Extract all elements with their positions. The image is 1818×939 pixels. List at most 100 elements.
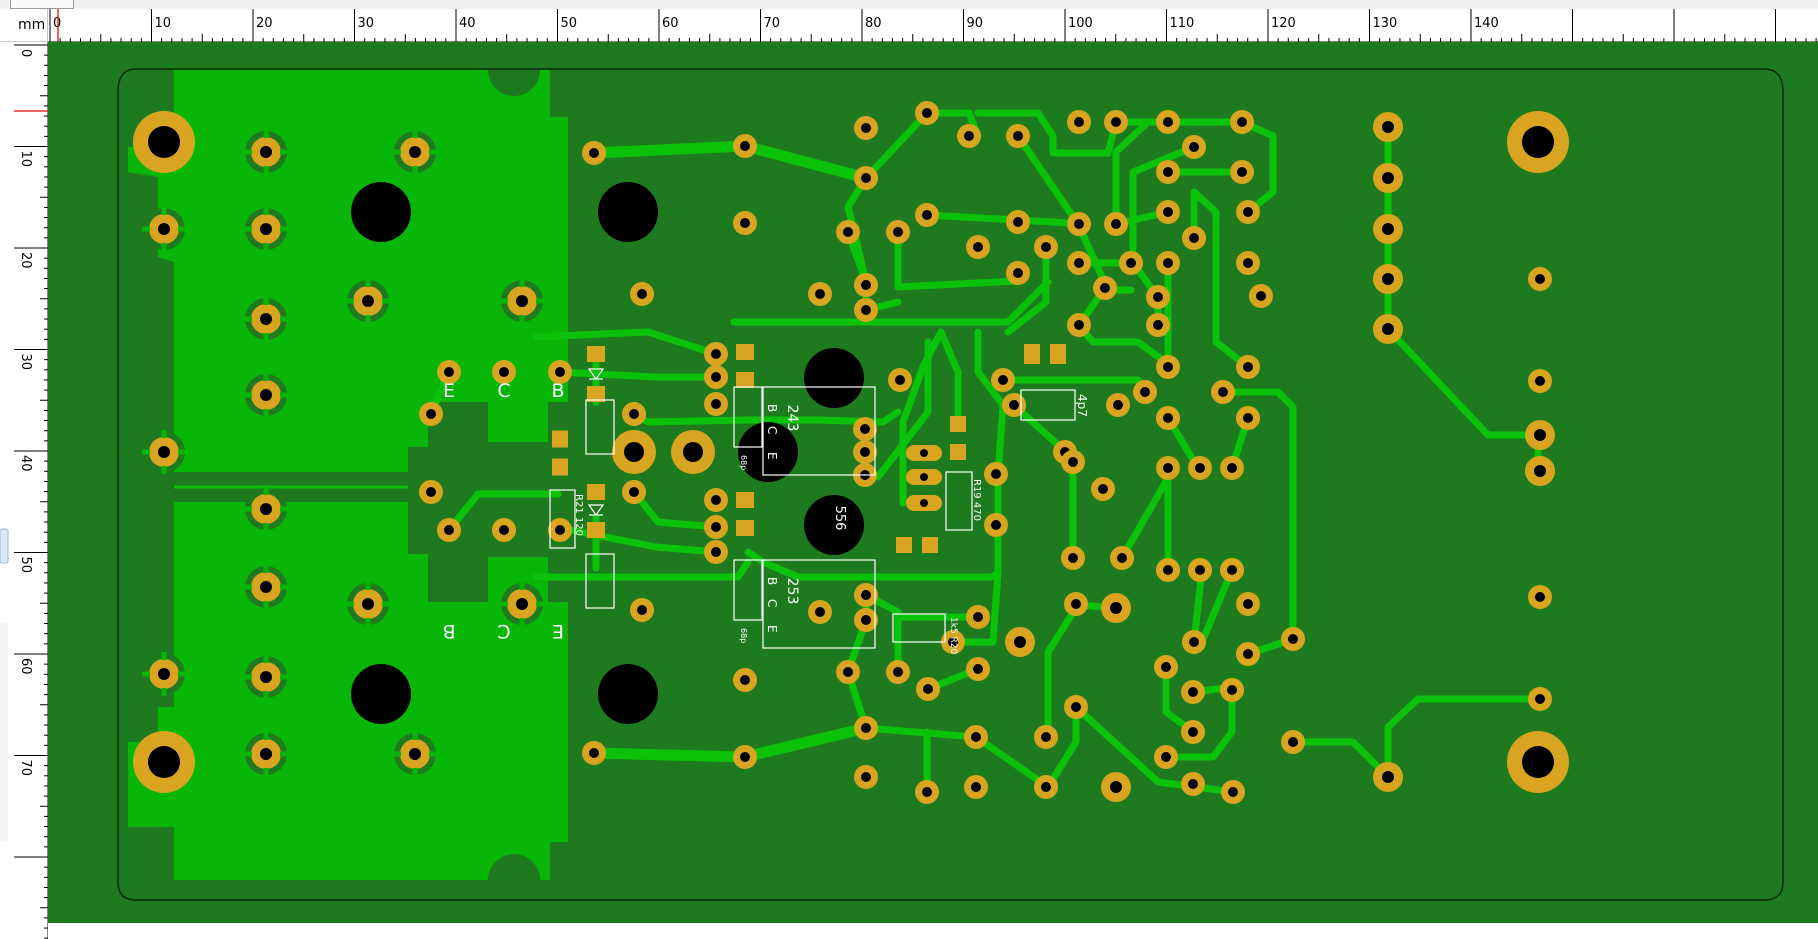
drill-hole: [711, 547, 721, 557]
drill-hole: [1382, 771, 1394, 783]
drill-hole: [444, 525, 454, 535]
r19-label: R19 470: [971, 479, 982, 521]
drill-hole: [1074, 320, 1084, 330]
diode-symbol: [587, 368, 605, 381]
q-upper-label: 243: [784, 405, 800, 432]
drill-hole: [683, 442, 703, 462]
drill-hole: [1161, 662, 1171, 672]
drill-hole: [1243, 413, 1253, 423]
copper-track: [1289, 695, 1544, 781]
drill-hole: [1140, 387, 1150, 397]
drill-hole: [1243, 649, 1253, 659]
drill-hole: [861, 305, 871, 315]
h-ruler-label: 50: [561, 16, 578, 31]
drill-hole: [1522, 746, 1554, 778]
drill-hole: [1188, 687, 1198, 697]
drill-hole: [362, 598, 374, 610]
drill-hole: [1163, 167, 1173, 177]
h-ruler-label: 30: [358, 16, 375, 31]
h-ruler-label: 70: [764, 16, 781, 31]
r20-label: 1k5 R20: [948, 617, 958, 655]
large-drill-hole: [598, 664, 658, 724]
c4p7-pad: [1024, 344, 1040, 364]
pin-label-b-lower: B: [442, 620, 455, 642]
copper-track: [630, 408, 902, 426]
copper-track: [1190, 188, 1252, 371]
drill-hole: [1110, 602, 1122, 614]
drill-hole: [555, 525, 565, 535]
v-ruler-label: 60: [18, 658, 33, 675]
c68p-pad: [736, 344, 754, 360]
drill-hole: [1041, 242, 1051, 252]
drill-hole: [158, 668, 170, 680]
c68p-lower-outline: [733, 559, 763, 621]
copper-track: [1198, 566, 1236, 646]
v-ruler-label: 50: [18, 557, 33, 574]
drill-hole: [629, 409, 639, 419]
drill-hole: [1074, 258, 1084, 268]
drill-hole: [1227, 463, 1237, 473]
drill-hole: [1013, 217, 1023, 227]
drill-hole: [973, 242, 983, 252]
drill-hole: [740, 218, 750, 228]
copper-track: [1112, 118, 1152, 228]
drill-hole: [973, 664, 983, 674]
drill-hole: [711, 372, 721, 382]
drill-hole: [1535, 592, 1545, 602]
drill-hole: [861, 615, 871, 625]
q-upper-pin-e: E: [765, 452, 779, 460]
ruler-units-label: mm: [0, 9, 48, 42]
c4p7-outline: [1020, 389, 1076, 421]
large-drill-hole: [351, 664, 411, 724]
drill-hole: [964, 131, 974, 141]
h-ruler-label: 10: [155, 16, 172, 31]
drill-hole: [516, 295, 528, 307]
drill-hole: [1100, 283, 1110, 293]
v-ruler-label: 0: [18, 49, 33, 57]
copper-track: [1075, 284, 1172, 368]
drill-hole: [1535, 274, 1545, 284]
v-ruler-label: 40: [18, 455, 33, 472]
v-ruler-label: 20: [18, 252, 33, 269]
drill-hole: [1163, 258, 1173, 268]
drill-hole: [426, 409, 436, 419]
side-panel-handle[interactable]: [0, 528, 9, 564]
c68p-upper-label: 68p: [739, 455, 748, 470]
drill-hole: [1522, 126, 1554, 158]
h-ruler-label: 110: [1170, 16, 1195, 31]
copper-track: [1014, 132, 1135, 294]
drill-hole: [711, 349, 721, 359]
drill-hole: [740, 141, 750, 151]
copper-track: [949, 568, 1002, 646]
silkscreen-text: E C B B C E 243 253 B C E B C E 68p 68p …: [442, 380, 1089, 655]
drill-hole: [971, 782, 981, 792]
ic-pad-hole: [920, 449, 928, 457]
copper-track: [1004, 243, 1050, 336]
c68p-pad: [736, 492, 754, 508]
drill-hole: [861, 590, 871, 600]
h-ruler-label: 80: [865, 16, 882, 31]
h-ruler-label: 20: [256, 16, 273, 31]
large-drill-hole: [598, 182, 658, 242]
pcb-canvas[interactable]: E C B B C E 243 253 B C E B C E 68p 68p …: [48, 42, 1818, 923]
drill-hole: [1227, 685, 1237, 695]
copper-track: [874, 338, 932, 481]
c4p7-pad: [1050, 344, 1066, 364]
h-ruler-label: 0: [53, 16, 61, 31]
document-tab[interactable]: [10, 0, 74, 9]
ic-556-label: 556: [832, 506, 847, 531]
drill-hole: [1163, 565, 1173, 575]
copper-track: [937, 328, 962, 431]
drill-hole: [1189, 637, 1199, 647]
copper-track: [744, 548, 997, 581]
silkscreen-layer: [549, 386, 1076, 649]
drill-hole: [1113, 400, 1123, 410]
drill-hole: [861, 123, 871, 133]
ruler-background: [48, 9, 1818, 42]
h-ruler-label: 100: [1068, 16, 1093, 31]
drill-hole: [1535, 376, 1545, 386]
diode-pad: [587, 386, 605, 402]
copper-track: [630, 488, 720, 531]
